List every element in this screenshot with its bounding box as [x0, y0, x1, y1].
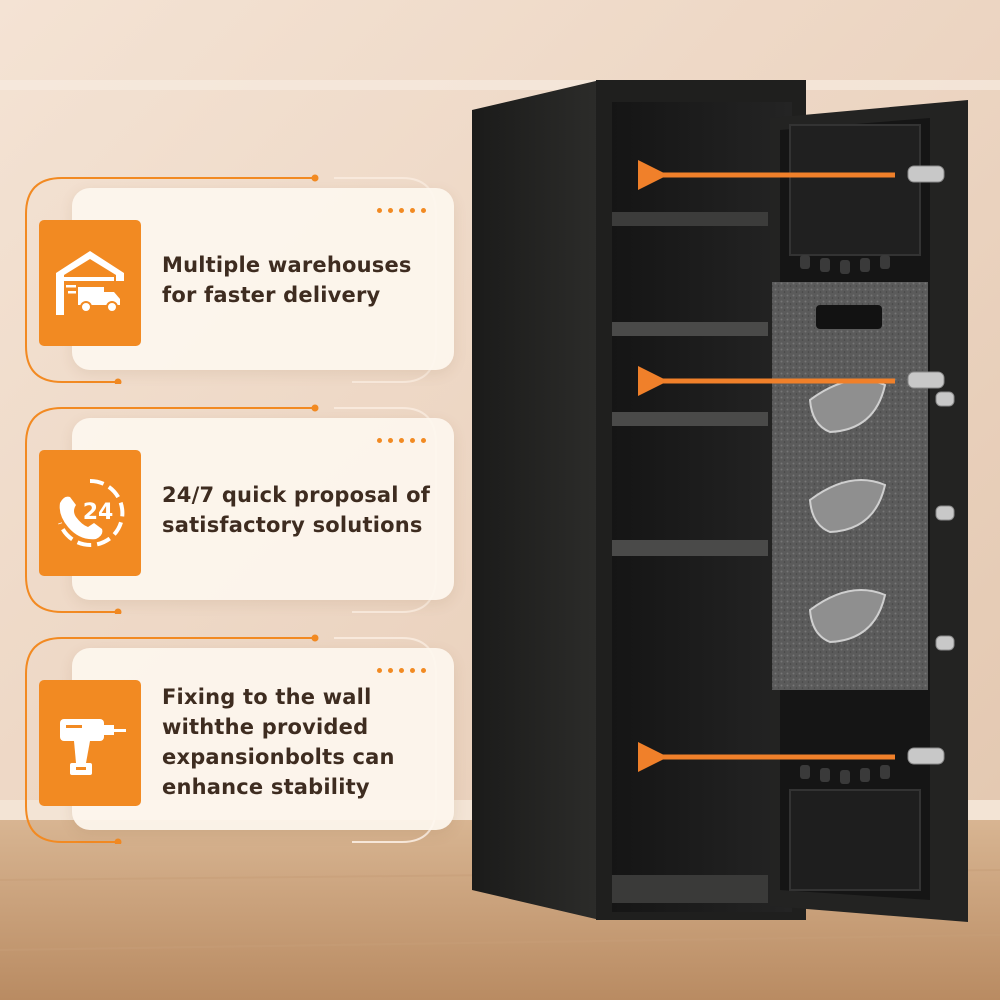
- warehouse-truck-icon: [56, 251, 124, 315]
- feature-text: 24/7 quick proposal of satisfactory solu…: [162, 483, 431, 537]
- power-drill-icon: [60, 719, 126, 775]
- phone-24-icon: 24: [58, 478, 125, 547]
- icon-tile: [39, 680, 141, 806]
- feature-card-support: 24 24/7 quick proposal of satisfactory s…: [22, 404, 454, 614]
- gun-safe: [472, 80, 968, 922]
- feature-text: Fixing to the wall withthe provided expa…: [162, 685, 395, 799]
- badge-24: 24: [83, 500, 114, 525]
- feature-card-warehouses: Multiple warehouses for faster delivery: [22, 174, 454, 384]
- icon-tile: [39, 220, 141, 346]
- feature-text: Multiple warehouses for faster delivery: [162, 253, 412, 307]
- feature-card-wall-fixing: Fixing to the wall withthe provided expa…: [22, 634, 454, 844]
- decorative-dots: [377, 438, 426, 443]
- bolt-pointer-arrows: [638, 160, 895, 772]
- icon-tile: 24: [39, 450, 141, 576]
- decorative-dots: [377, 208, 426, 213]
- decorative-dots: [377, 668, 426, 673]
